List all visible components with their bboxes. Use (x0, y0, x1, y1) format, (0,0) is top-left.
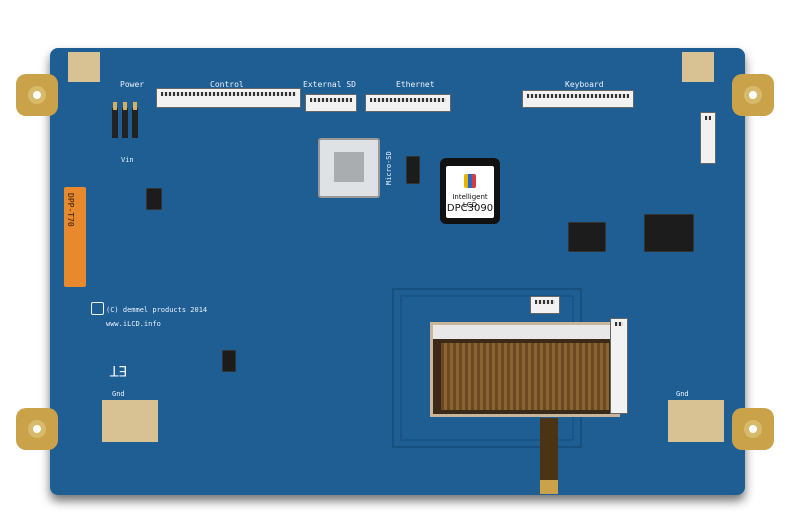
chip-small-1 (406, 156, 420, 184)
flex-cable (441, 343, 609, 410)
main-processor-chip: Intelligent LCD DPC3090 (440, 158, 500, 224)
ilcd-logo-icon (464, 174, 476, 188)
gnd-pad-bottom-left (102, 400, 158, 442)
connector-flex-right (610, 318, 628, 414)
connector-flex-top (530, 296, 560, 314)
connector-keyboard (522, 90, 634, 108)
label-external-sd: External SD (303, 80, 356, 89)
label-website: www.iLCD.info (106, 320, 161, 328)
gnd-pad-bottom-right (668, 400, 724, 442)
mount-hole-top-right (744, 86, 762, 104)
ribbon-cable (540, 418, 558, 492)
chip-ram-1 (568, 222, 606, 252)
label-keyboard: Keyboard (565, 80, 604, 89)
power-header (112, 102, 142, 144)
gold-pad-top-left (68, 52, 100, 82)
micro-sd-slot (318, 138, 380, 198)
connector-control (156, 88, 301, 108)
mount-hole-top-left (28, 86, 46, 104)
label-vin: Vin (121, 156, 134, 164)
logo-line1: Intelligent LCD (452, 193, 488, 209)
orange-sticker-label: DPP-T70 (66, 193, 75, 227)
label-copyright: (C) demmel products 2014 (106, 306, 208, 314)
orange-sticker: DPP-T70 (64, 187, 86, 287)
label-gnd-bottom-right: Gnd (676, 390, 689, 398)
chip-small-2 (222, 350, 236, 372)
label-micro-sd: Micro-SD (385, 151, 393, 185)
label-power: Power (120, 80, 145, 89)
gold-pad-top-right (682, 52, 714, 82)
connector-external-sd (305, 94, 357, 112)
mount-hole-bottom-right (744, 420, 762, 438)
ilcd-small-logo-icon (91, 302, 104, 315)
label-control: Control (210, 80, 244, 89)
label-gnd-bottom-left: Gnd (112, 390, 125, 398)
ribbon-cable-tip (540, 480, 558, 494)
chip-ram-2 (644, 214, 694, 252)
mount-hole-bottom-left (28, 420, 46, 438)
connector-right-side (700, 112, 716, 164)
pcb-board (50, 48, 745, 495)
chip-regulator (146, 188, 162, 210)
logo-label: Intelligent LCD DPC3090 (446, 166, 494, 218)
label-ethernet: Ethernet (396, 80, 435, 89)
display-flex-window (430, 322, 620, 417)
logo-line2: DPC3090 (446, 203, 494, 214)
flex-connector-strip (433, 325, 617, 339)
connector-ethernet (365, 94, 451, 112)
label-et: ET (110, 362, 128, 378)
